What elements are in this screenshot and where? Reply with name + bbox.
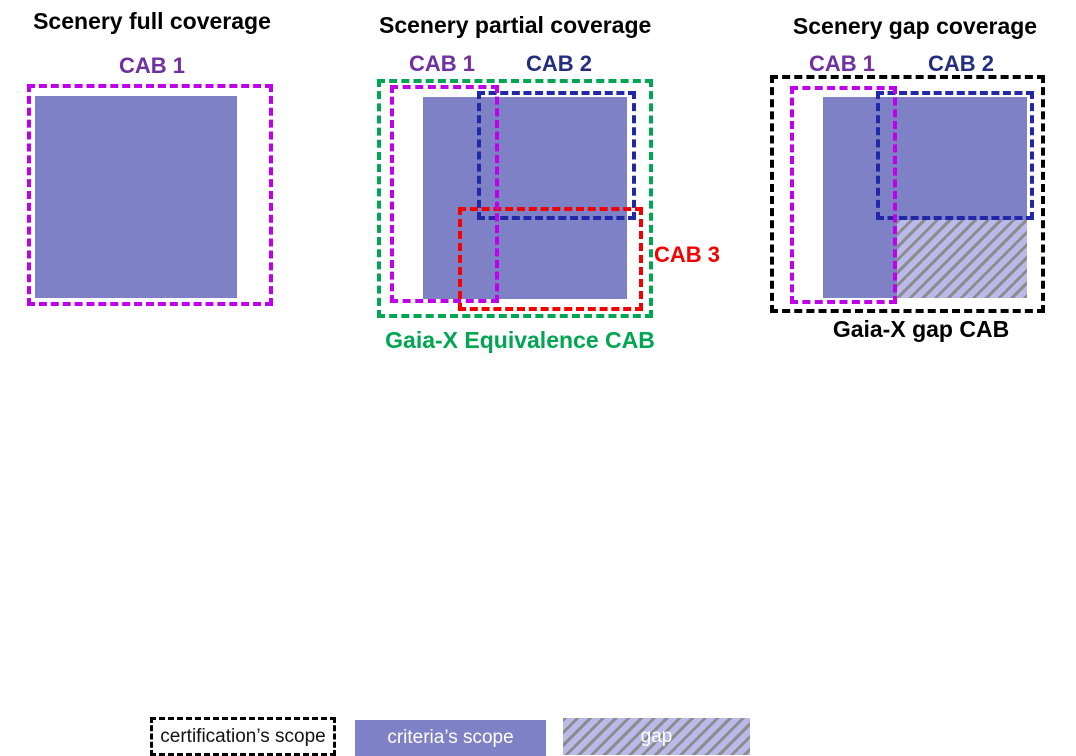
legend-certification-scope: certification’s scope <box>150 717 336 756</box>
cab2-scope-box <box>477 91 636 220</box>
panel-gap-coverage: Scenery gap coverage CAB 1 CAB 2 Gaia-X … <box>745 0 1076 360</box>
equivalence-cab-box <box>377 79 653 318</box>
cab1-scope-box <box>390 85 499 303</box>
panel-partial-coverage: Scenery partial coverage CAB 1 CAB 2 CAB… <box>360 0 730 360</box>
panel-title: Scenery gap coverage <box>792 13 1038 39</box>
gap-cab-box <box>770 75 1045 313</box>
cab3-label: CAB 3 <box>654 242 721 267</box>
cab2-scope-box <box>876 91 1034 220</box>
cab2-label: CAB 2 <box>525 51 592 76</box>
cab1-label: CAB 1 <box>808 51 875 76</box>
panel-title: Scenery partial coverage <box>379 12 652 38</box>
cab1-label: CAB 1 <box>118 53 185 78</box>
cab1-scope-box <box>27 84 273 306</box>
cab1-label: CAB 1 <box>408 51 475 76</box>
cab2-label: CAB 2 <box>927 51 994 76</box>
equivalence-cab-label: Gaia-X Equivalence CAB <box>385 327 655 353</box>
legend-criteria-scope: criteria’s scope <box>355 720 546 756</box>
cab1-scope-box <box>790 86 897 304</box>
legend: certification’s scope criteria’s scope g… <box>0 355 1076 756</box>
panel-full-coverage: Scenery full coverage CAB 1 <box>0 0 300 320</box>
legend-gap: gap <box>563 718 750 755</box>
gap-hatch-area <box>897 220 1027 298</box>
gap-cab-label: Gaia-X gap CAB <box>832 316 1010 342</box>
criteria-scope-fill <box>35 96 237 298</box>
criteria-scope-fill <box>423 97 627 299</box>
cab3-scope-box <box>458 207 643 311</box>
panel-title: Scenery full coverage <box>33 8 271 34</box>
